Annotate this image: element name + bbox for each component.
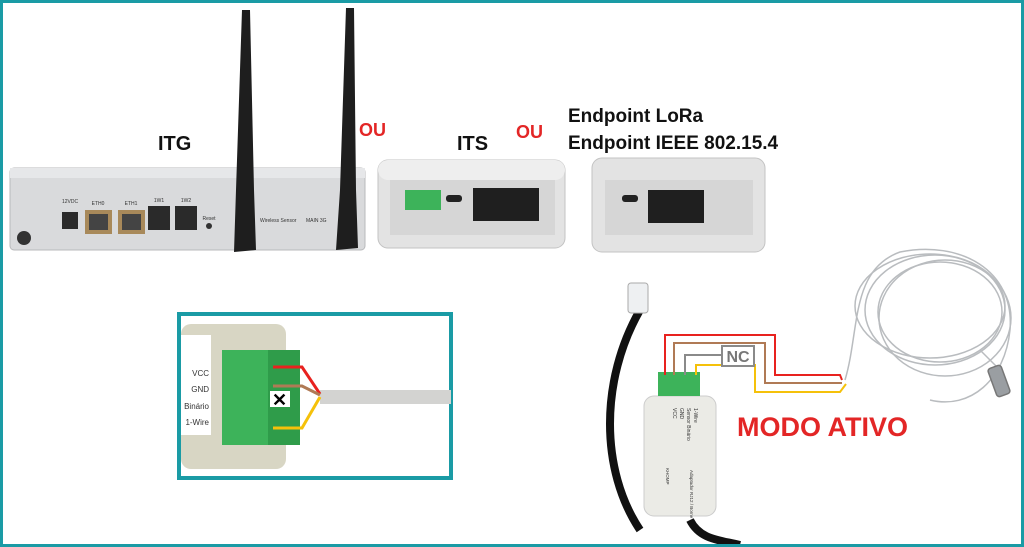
port-label: ETH0: [92, 201, 105, 207]
not-connected-x-icon: ✕: [272, 390, 287, 410]
rj12-plug: [627, 282, 649, 314]
antenna: [336, 8, 358, 250]
brand-logo: KHOMP: [665, 468, 670, 485]
adapter-label: Sensor Binário: [685, 408, 691, 441]
diagram-svg: 12VDC ETH0 ETH1 1W1 1W2 Reset Wireless S…: [9, 8, 1012, 544]
adapter-label: Adaptador RJ12 / Borne: [689, 470, 694, 519]
inset-wiring-detail: ✕ VCC GND Binário 1-Wire: [177, 312, 453, 480]
wire-gnd: [673, 342, 842, 384]
itg-device: 12VDC ETH0 ETH1 1W1 1W2 Reset Wireless S…: [9, 8, 366, 252]
temperature-sensor-probe: [844, 248, 1012, 403]
rj12-adapter: VCC GND Sensor Binário 1-Wire Adaptador …: [606, 282, 741, 544]
terminal-label: GND: [191, 385, 209, 394]
adapter-label: GND: [678, 408, 684, 420]
or-label: OU: [359, 120, 386, 140]
wire-binary: [684, 354, 722, 375]
port-label: MAIN 3G: [306, 218, 327, 224]
nc-box: [721, 345, 755, 367]
itg-label: ITG: [158, 133, 191, 155]
nc-label: NC: [726, 349, 750, 366]
adapter-label: 1-Wire: [692, 408, 698, 423]
terminal-label: 1-Wire: [185, 418, 209, 427]
sensor-cable: [435, 390, 451, 404]
endpoint-ieee-label: Endpoint IEEE 802.15.4: [568, 133, 779, 154]
antenna: [234, 10, 256, 252]
terminal-label: Binário: [184, 402, 209, 411]
its-device: [377, 159, 566, 249]
port-label: Wireless Sensor: [260, 218, 297, 224]
port-label: 1W1: [154, 198, 165, 204]
adapter-label: VCC: [671, 408, 677, 419]
port-label: 12VDC: [62, 199, 79, 205]
endpoint-device: [591, 157, 766, 253]
port-label: ETH1: [125, 201, 138, 207]
wire-vcc: [664, 334, 843, 381]
or-label: OU: [516, 122, 543, 142]
mode-label: MODO ATIVO: [737, 412, 908, 442]
wire-1wire: [695, 364, 847, 393]
endpoint-lora-label: Endpoint LoRa: [568, 106, 704, 127]
its-label: ITS: [457, 133, 488, 155]
terminal-label: VCC: [192, 369, 209, 378]
port-label: 1W2: [181, 198, 192, 204]
port-label: Reset: [202, 216, 216, 222]
